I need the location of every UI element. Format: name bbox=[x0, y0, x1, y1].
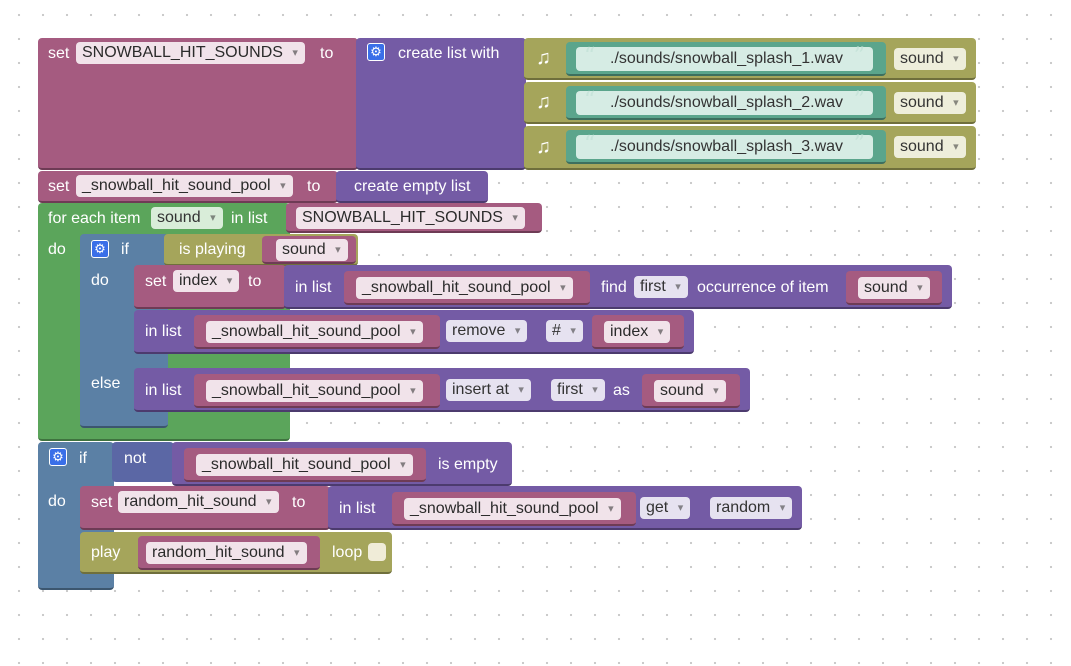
mutator-gear-icon[interactable]: ⚙ bbox=[91, 240, 109, 258]
pool-var-dropdown[interactable]: _snowball_hit_sound_pool bbox=[196, 454, 413, 476]
else-label: else bbox=[91, 375, 121, 392]
first-dropdown[interactable]: first bbox=[551, 379, 605, 401]
in-list-label: in list bbox=[145, 382, 182, 399]
music-note-icon: ♫ bbox=[536, 136, 551, 158]
close-quote-icon: ” bbox=[853, 132, 866, 157]
find-label: find bbox=[601, 279, 627, 296]
to-label: to bbox=[307, 178, 321, 195]
index-var-dropdown[interactable]: index bbox=[604, 321, 671, 343]
sound-var-dropdown[interactable]: sound bbox=[654, 380, 726, 402]
open-quote-icon: “ bbox=[584, 132, 596, 157]
sound-path-2[interactable]: “ ./sounds/snowball_splash_2.wav ” bbox=[576, 88, 874, 115]
random-hit-sound-dropdown[interactable]: random_hit_sound bbox=[146, 542, 307, 564]
var-dropdown-snowball-hit-sounds[interactable]: SNOWBALL_HIT_SOUNDS bbox=[76, 42, 305, 64]
var-dropdown-pool[interactable]: _snowball_hit_sound_pool bbox=[76, 175, 293, 197]
hash-dropdown[interactable]: # bbox=[546, 320, 583, 342]
sound-var-dropdown[interactable]: sound bbox=[858, 277, 930, 299]
in-list-label: in list bbox=[339, 500, 376, 517]
sound-type-dropdown-2[interactable]: sound bbox=[894, 92, 966, 114]
create-empty-list-block[interactable] bbox=[336, 171, 488, 203]
mutator-gear-icon[interactable]: ⚙ bbox=[367, 43, 385, 61]
loop-checkbox[interactable] bbox=[368, 543, 386, 561]
loop-var-dropdown[interactable]: sound bbox=[151, 207, 223, 229]
pool-var-dropdown[interactable]: _snowball_hit_sound_pool bbox=[404, 498, 621, 520]
not-block[interactable] bbox=[112, 442, 174, 482]
to-label: to bbox=[320, 45, 334, 62]
sound-type-dropdown-1[interactable]: sound bbox=[894, 48, 966, 70]
is-playing-label: is playing bbox=[179, 241, 246, 258]
list-var-dropdown[interactable]: SNOWBALL_HIT_SOUNDS bbox=[296, 207, 525, 229]
random-hit-sound-dropdown[interactable]: random_hit_sound bbox=[118, 491, 279, 513]
insert-at-dropdown[interactable]: insert at bbox=[446, 379, 531, 401]
to-label: to bbox=[248, 273, 262, 290]
do-label: do bbox=[48, 241, 66, 258]
do-label: do bbox=[91, 272, 109, 289]
sound-path-3-text: ./sounds/snowball_splash_3.wav bbox=[610, 138, 844, 155]
sound-type-dropdown-3[interactable]: sound bbox=[894, 136, 966, 158]
index-var-dropdown[interactable]: index bbox=[173, 270, 240, 292]
in-list-label: in list bbox=[231, 210, 268, 227]
open-quote-icon: “ bbox=[584, 88, 596, 113]
create-list-with-block[interactable] bbox=[356, 38, 526, 170]
if-label: if bbox=[79, 450, 87, 467]
as-label: as bbox=[613, 382, 630, 399]
do-label: do bbox=[48, 493, 66, 510]
pool-var-dropdown[interactable]: _snowball_hit_sound_pool bbox=[356, 277, 573, 299]
sound-path-1[interactable]: “ ./sounds/snowball_splash_1.wav ” bbox=[576, 44, 874, 71]
sound-path-1-text: ./sounds/snowball_splash_1.wav bbox=[610, 50, 844, 67]
music-note-icon: ♫ bbox=[536, 47, 551, 69]
sound-var-dropdown[interactable]: sound bbox=[276, 239, 348, 261]
is-empty-label: is empty bbox=[438, 456, 498, 473]
not-label: not bbox=[124, 450, 147, 467]
close-quote-icon: ” bbox=[853, 44, 866, 69]
set-label: set bbox=[145, 273, 167, 290]
create-list-with-label: create list with bbox=[398, 45, 500, 62]
loop-label: loop bbox=[332, 544, 363, 561]
create-empty-list-label: create empty list bbox=[354, 178, 471, 195]
play-label: play bbox=[91, 544, 121, 561]
music-note-icon: ♫ bbox=[536, 91, 551, 113]
to-label: to bbox=[292, 494, 306, 511]
open-quote-icon: “ bbox=[584, 44, 596, 69]
occurrence-label: occurrence of item bbox=[697, 279, 829, 296]
remove-dropdown[interactable]: remove bbox=[446, 320, 528, 342]
pool-var-dropdown[interactable]: _snowball_hit_sound_pool bbox=[206, 380, 423, 402]
mutator-gear-icon[interactable]: ⚙ bbox=[49, 448, 67, 466]
set-label: set bbox=[48, 178, 70, 195]
first-dropdown[interactable]: first bbox=[634, 276, 688, 298]
set-label: set bbox=[91, 494, 113, 511]
in-list-label: in list bbox=[145, 323, 182, 340]
get-dropdown[interactable]: get bbox=[640, 497, 691, 519]
if-label: if bbox=[121, 241, 129, 258]
close-quote-icon: ” bbox=[853, 88, 866, 113]
in-list-label: in list bbox=[295, 279, 332, 296]
random-dropdown[interactable]: random bbox=[710, 497, 793, 519]
for-each-label: for each item bbox=[48, 210, 141, 227]
sound-path-2-text: ./sounds/snowball_splash_2.wav bbox=[610, 94, 844, 111]
pool-var-dropdown[interactable]: _snowball_hit_sound_pool bbox=[206, 321, 423, 343]
sound-path-3[interactable]: “ ./sounds/snowball_splash_3.wav ” bbox=[576, 132, 874, 159]
set-label: set bbox=[48, 45, 70, 62]
